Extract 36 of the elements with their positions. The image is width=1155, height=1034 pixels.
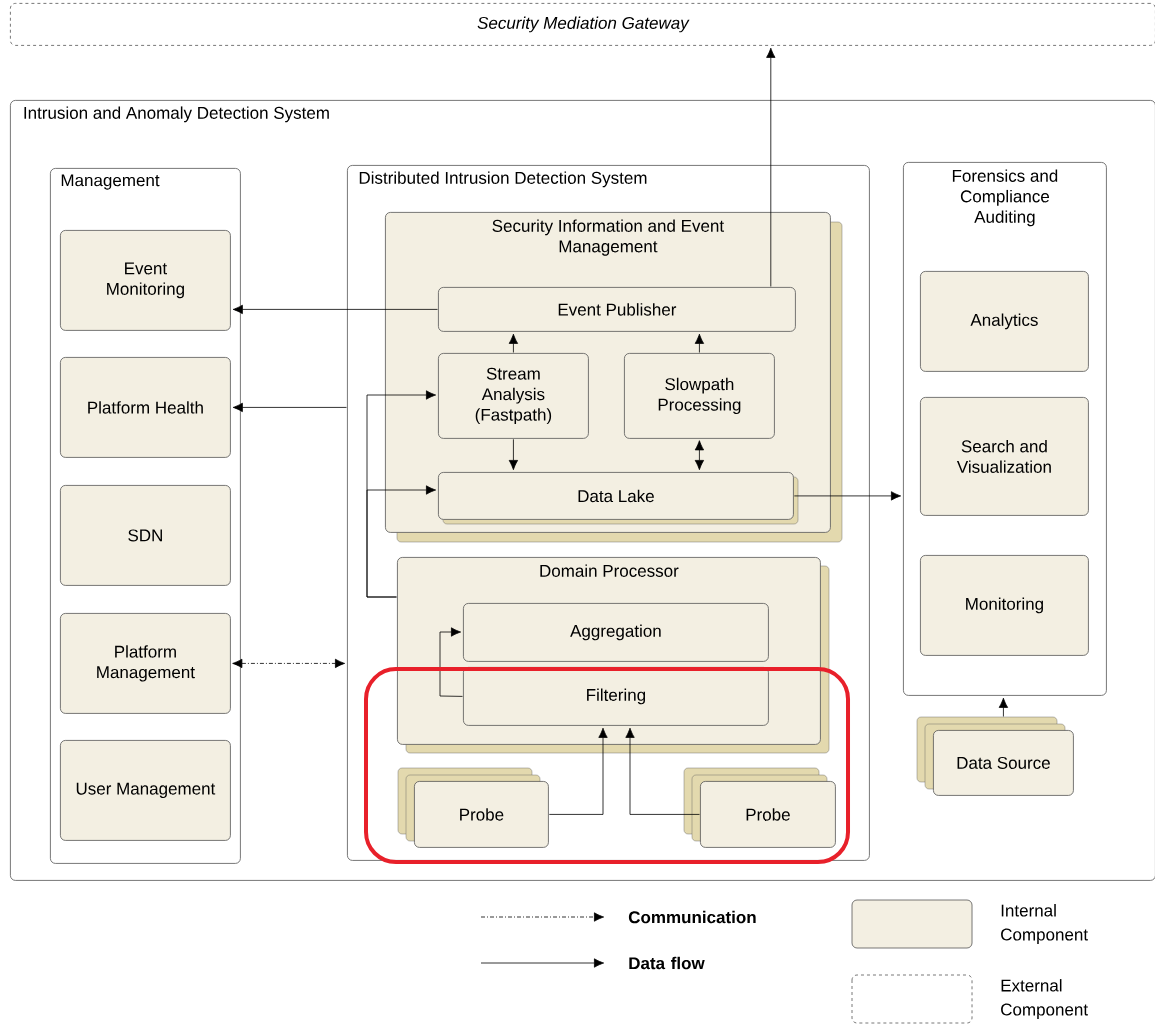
component-box: Search and Visualization bbox=[920, 397, 1089, 516]
component-box: Stream Analysis (Fastpath) bbox=[438, 353, 589, 439]
arrow bbox=[366, 485, 437, 598]
legend-text: External Component bbox=[1001, 979, 1088, 1019]
component-box: User Management bbox=[60, 740, 231, 841]
component-box: SDN bbox=[60, 485, 231, 586]
arrow bbox=[508, 438, 519, 471]
arrow bbox=[694, 333, 705, 353]
arrow bbox=[548, 727, 608, 815]
stacked-component-box: Data Source bbox=[916, 716, 1074, 796]
component-box: Aggregation bbox=[463, 603, 769, 662]
arrow bbox=[694, 440, 705, 471]
dashed-arrow bbox=[232, 658, 346, 669]
stacked-component-box: Probe bbox=[397, 767, 549, 848]
component-box: Event Publisher bbox=[438, 287, 796, 332]
component-box: Monitoring bbox=[920, 555, 1089, 656]
arrow bbox=[439, 627, 463, 697]
component-box: Slowpath Processing bbox=[624, 353, 775, 439]
arrow bbox=[998, 697, 1009, 717]
legend-text: Communication bbox=[628, 910, 756, 924]
component-box: Platform Health bbox=[60, 357, 231, 458]
external-component-box: Security Mediation Gateway bbox=[10, 3, 1155, 46]
stacked-component-box: Probe bbox=[683, 767, 836, 848]
component-box: Event Monitoring bbox=[60, 230, 231, 331]
component-box: Filtering bbox=[463, 667, 769, 726]
arrow bbox=[508, 333, 519, 353]
arrow bbox=[625, 727, 700, 815]
arrow bbox=[232, 402, 347, 413]
arrow bbox=[232, 304, 438, 315]
legend-text: Data flow bbox=[629, 956, 705, 970]
legend-text: Internal Component bbox=[1001, 904, 1088, 944]
arrow bbox=[766, 47, 776, 287]
component-box: Analytics bbox=[920, 271, 1089, 372]
arrow bbox=[793, 491, 902, 501]
stacked-component-box: Data Lake bbox=[438, 472, 799, 525]
component-box: Platform Management bbox=[60, 613, 231, 714]
